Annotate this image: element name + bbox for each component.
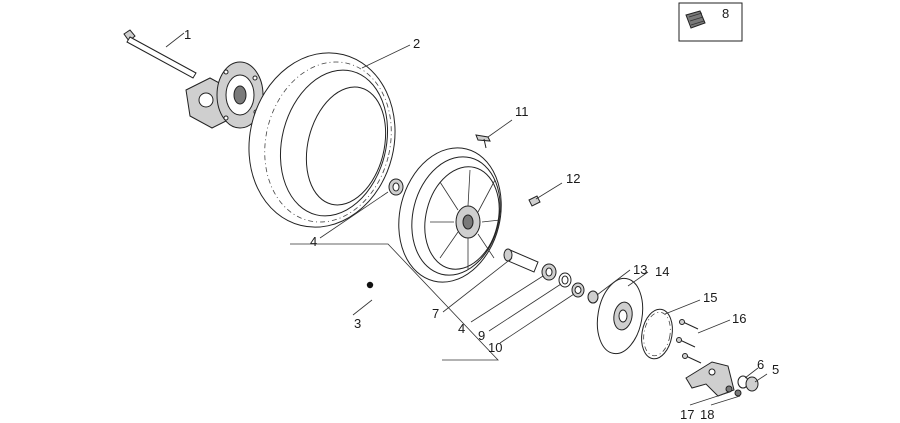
callout-14: 14 bbox=[655, 264, 669, 279]
part-bearing-right bbox=[541, 263, 557, 281]
callout-3: 3 bbox=[354, 316, 361, 331]
leader-lines bbox=[165, 32, 768, 406]
callout-10: 10 bbox=[488, 340, 502, 355]
callout-5: 5 bbox=[772, 362, 779, 377]
part-bearing-left bbox=[388, 178, 404, 196]
part-caliper-bracket bbox=[685, 361, 742, 397]
callout-17: 17 bbox=[680, 407, 694, 422]
callout-2: 2 bbox=[413, 36, 420, 51]
part-brake-disc bbox=[596, 277, 644, 355]
callout-7: 7 bbox=[432, 306, 439, 321]
part-spacer-tube bbox=[503, 248, 539, 273]
part-hub-casing bbox=[185, 61, 264, 129]
part-tone-wheel bbox=[641, 308, 673, 360]
reference-dot bbox=[366, 281, 374, 289]
part-screws bbox=[676, 319, 702, 364]
callout-9: 9 bbox=[478, 328, 485, 343]
part-bush bbox=[587, 290, 599, 304]
part-seal-ring bbox=[558, 272, 572, 288]
callout-6: 6 bbox=[757, 357, 764, 372]
callout-8: 8 bbox=[722, 6, 729, 21]
part-valve bbox=[475, 134, 491, 149]
part-axle-bolt bbox=[123, 29, 197, 79]
callout-16: 16 bbox=[732, 311, 746, 326]
callout-12: 12 bbox=[566, 171, 580, 186]
callout-11: 11 bbox=[515, 104, 529, 119]
part-tyre bbox=[248, 52, 396, 228]
part-rim bbox=[398, 147, 502, 283]
callout-18: 18 bbox=[700, 407, 714, 422]
callout-4-right: 4 bbox=[458, 321, 465, 336]
part-nuts bbox=[737, 375, 759, 392]
callout-15: 15 bbox=[703, 290, 717, 305]
callout-1: 1 bbox=[184, 27, 191, 42]
callout-4-left: 4 bbox=[310, 234, 317, 249]
part-washer bbox=[571, 282, 585, 298]
inset-box-part-8 bbox=[678, 2, 743, 42]
assembly-bracket bbox=[290, 243, 499, 361]
callout-13: 13 bbox=[633, 262, 647, 277]
callout-labels: 1 2 3 4 4 5 6 7 8 9 10 11 12 13 14 15 16… bbox=[184, 6, 779, 422]
